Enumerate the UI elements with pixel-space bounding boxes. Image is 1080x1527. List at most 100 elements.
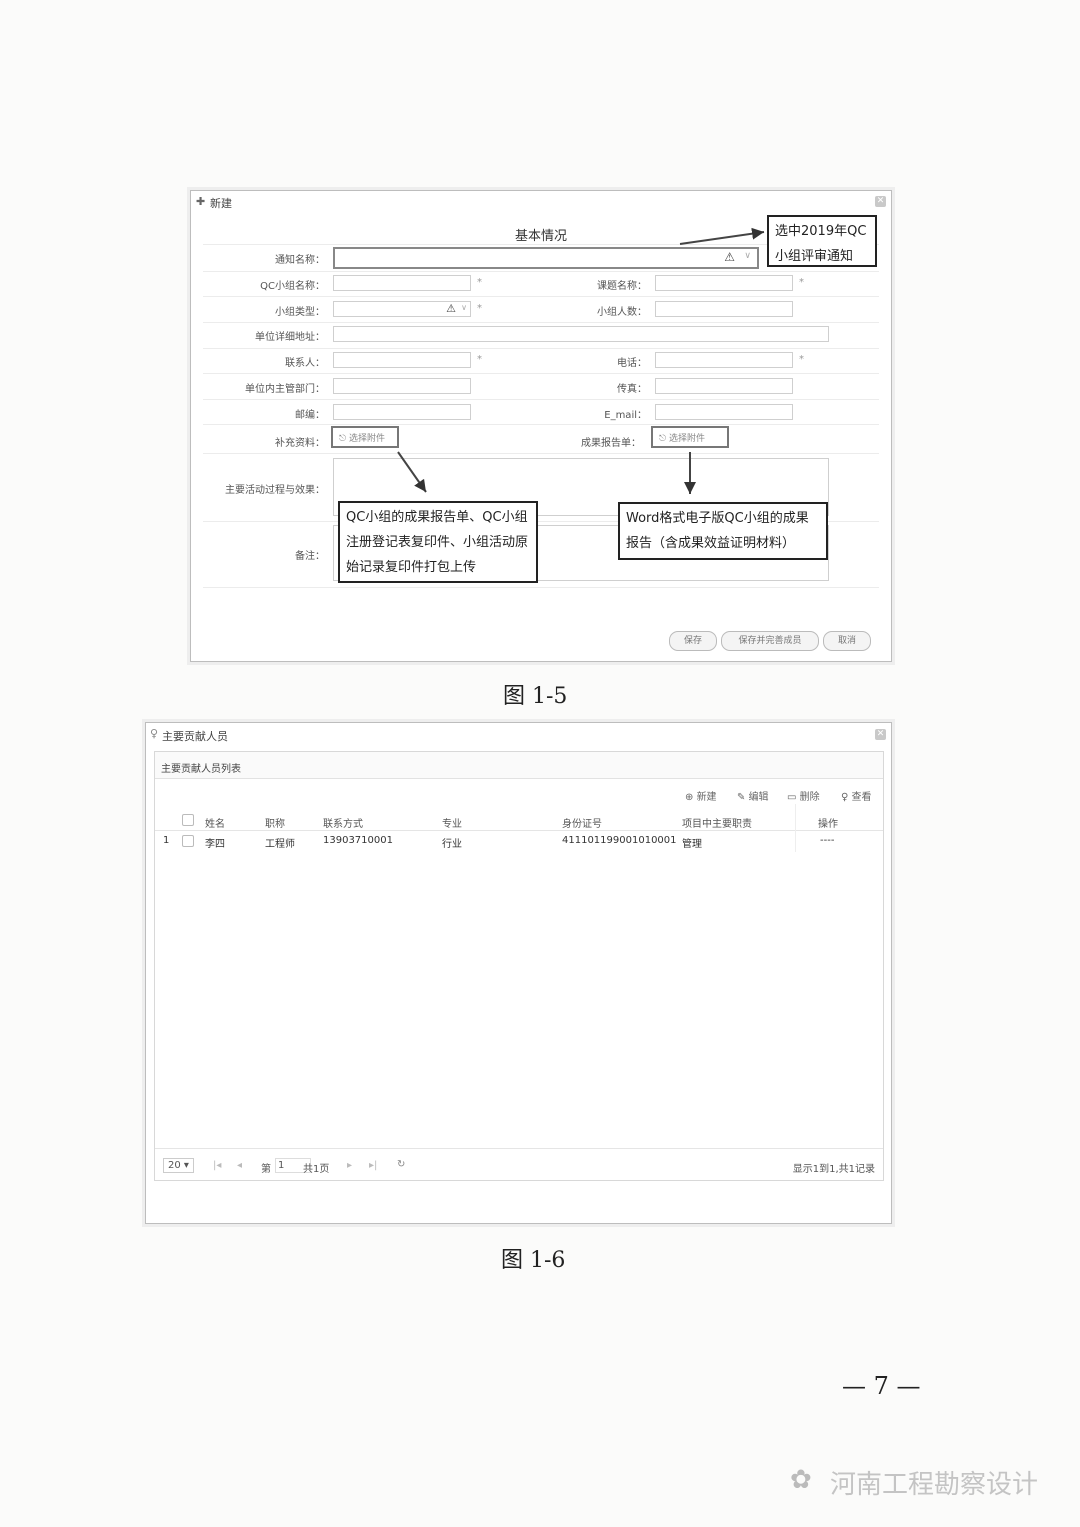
supplement-callout: QC小组的成果报告单、QC小组注册登记表复印件、小组活动原始记录复印件打包上传 [338,501,538,583]
qc-group-name-label: QC小组名称： [260,281,325,292]
save-and-add-members-button[interactable]: 保存并完善成员 [721,631,819,651]
row-index: 1 [163,835,170,846]
report-form-label: 成果报告单： [581,438,641,449]
email-field[interactable] [655,404,793,420]
fax-field[interactable] [655,378,793,394]
cell-contact: 13903710001 [323,835,393,846]
col-major: 专业 [442,819,462,830]
page-prefix: 第 [261,1164,271,1175]
figure-caption-1-5: 图 1-5 [503,684,568,709]
col-title: 职称 [265,819,285,830]
unit-address-label: 单位详细地址： [255,332,325,343]
annotation-arrows [397,227,765,494]
page-size-select[interactable]: 20 ▾ [163,1158,194,1173]
prev-page-icon[interactable]: ◂ [237,1160,243,1171]
required-mark: * [477,303,482,314]
bulb-icon: ♀ [150,727,159,740]
list-panel: 主要贡献人员列表 ⊕ 新建 ✎ 编辑 ▭ 删除 ♀ 查看 姓名 职称 联系方式 … [154,751,884,1181]
notice-callout: 选中2019年QC小组评审通知 [767,215,877,267]
col-id-number: 身份证号 [562,819,602,830]
qc-group-name-field[interactable] [333,275,471,291]
warning-icon: ⚠ [446,302,456,315]
cell-major: 行业 [442,839,462,850]
cell-id-number: 411101199001010001 [562,835,677,846]
page-number: — 7 — [842,1372,921,1400]
chevron-down-icon: ∨ [744,251,751,261]
add-button[interactable]: ⊕ 新建 [685,792,717,803]
new-icon: ✚ [196,195,206,208]
close-icon[interactable]: ✕ [875,729,886,740]
notice-name-select[interactable]: ⚠ ∨ [333,247,759,269]
contact-label: 联系人： [285,358,325,369]
contributors-window: ♀ 主要贡献人员 ✕ 主要贡献人员列表 ⊕ 新建 ✎ 编辑 ▭ 删除 ♀ 查看 … [145,722,892,1224]
last-page-icon[interactable]: ▸| [369,1160,378,1171]
unit-dept-label: 单位内主管部门： [245,384,325,395]
group-size-field[interactable] [655,301,793,317]
cell-action: ---- [820,835,835,846]
fax-label: 传真： [617,384,647,395]
unit-dept-field[interactable] [333,378,471,394]
required-mark: * [799,277,804,288]
attach-icon: ⎋ [339,434,349,444]
unit-address-field[interactable] [333,326,829,342]
cancel-button[interactable]: 取消 [823,631,871,651]
phone-field[interactable] [655,352,793,368]
refresh-icon[interactable]: ↻ [397,1159,406,1170]
select-all-checkbox[interactable] [182,814,194,826]
figure-caption-1-6: 图 1-6 [501,1248,566,1273]
group-size-label: 小组人数： [597,307,647,318]
close-icon[interactable]: ✕ [875,196,886,207]
group-type-label: 小组类型： [275,307,325,318]
postcode-field[interactable] [333,404,471,420]
postcode-label: 邮编： [295,410,325,421]
bulb-icon: ♀ [841,792,852,803]
notice-name-label: 通知名称： [275,255,325,266]
email-label: E_mail： [604,410,647,421]
attach-label: 选择附件 [348,434,385,444]
next-page-icon[interactable]: ▸ [347,1160,353,1171]
view-button[interactable]: ♀ 查看 [841,792,872,803]
col-name: 姓名 [205,819,225,830]
cell-title: 工程师 [265,839,295,850]
report-callout: Word格式电子版QC小组的成果报告（含成果效益证明材料） [618,502,828,560]
supplement-attach-button[interactable]: ⎋ 选择附件 [331,426,399,448]
table-row[interactable]: 1 李四 工程师 13903710001 行业 4111011990010100… [155,831,883,851]
contact-field[interactable] [333,352,471,368]
panel-header: 主要贡献人员列表 [155,752,883,779]
delete-button[interactable]: ▭ 删除 [787,792,820,803]
chevron-down-icon: ∨ [461,303,467,312]
cell-duty: 管理 [682,839,702,850]
wechat-icon: ✿ [790,1465,812,1495]
delete-icon: ▭ [787,792,800,803]
group-type-select[interactable]: ⚠ ∨ [333,301,471,317]
attach-icon: ⎋ [659,434,669,444]
page-number-input[interactable]: 1 [275,1158,311,1173]
cell-name: 李四 [205,839,225,850]
remark-label: 备注： [295,551,325,562]
col-duty: 项目中主要职责 [682,819,752,830]
panel-title: 主要贡献人员列表 [161,764,241,775]
col-action: 操作 [818,819,838,830]
required-mark: * [477,354,482,365]
row-checkbox[interactable] [182,835,194,847]
topic-name-label: 课题名称： [597,281,647,292]
edit-button[interactable]: ✎ 编辑 [737,792,769,803]
col-contact: 联系方式 [323,819,363,830]
total-pages: 共1页 [303,1164,330,1175]
supplement-label: 补充资料： [275,438,325,449]
main-activity-label: 主要活动过程与效果： [225,485,325,496]
phone-label: 电话： [617,358,647,369]
warning-icon: ⚠ [724,250,735,264]
pencil-icon: ✎ [737,792,749,803]
section-title: 基本情况 [514,229,567,244]
report-attach-button[interactable]: ⎋ 选择附件 [651,426,729,448]
attach-label: 选择附件 [668,434,705,444]
required-mark: * [477,277,482,288]
topic-name-field[interactable] [655,275,793,291]
window-title: 主要贡献人员 [162,730,228,743]
window-title: 新建 [210,197,232,210]
required-mark: * [799,354,804,365]
first-page-icon[interactable]: |◂ [213,1160,222,1171]
save-button[interactable]: 保存 [669,631,717,651]
watermark-text: 河南工程勘察设计 [830,1470,1039,1500]
